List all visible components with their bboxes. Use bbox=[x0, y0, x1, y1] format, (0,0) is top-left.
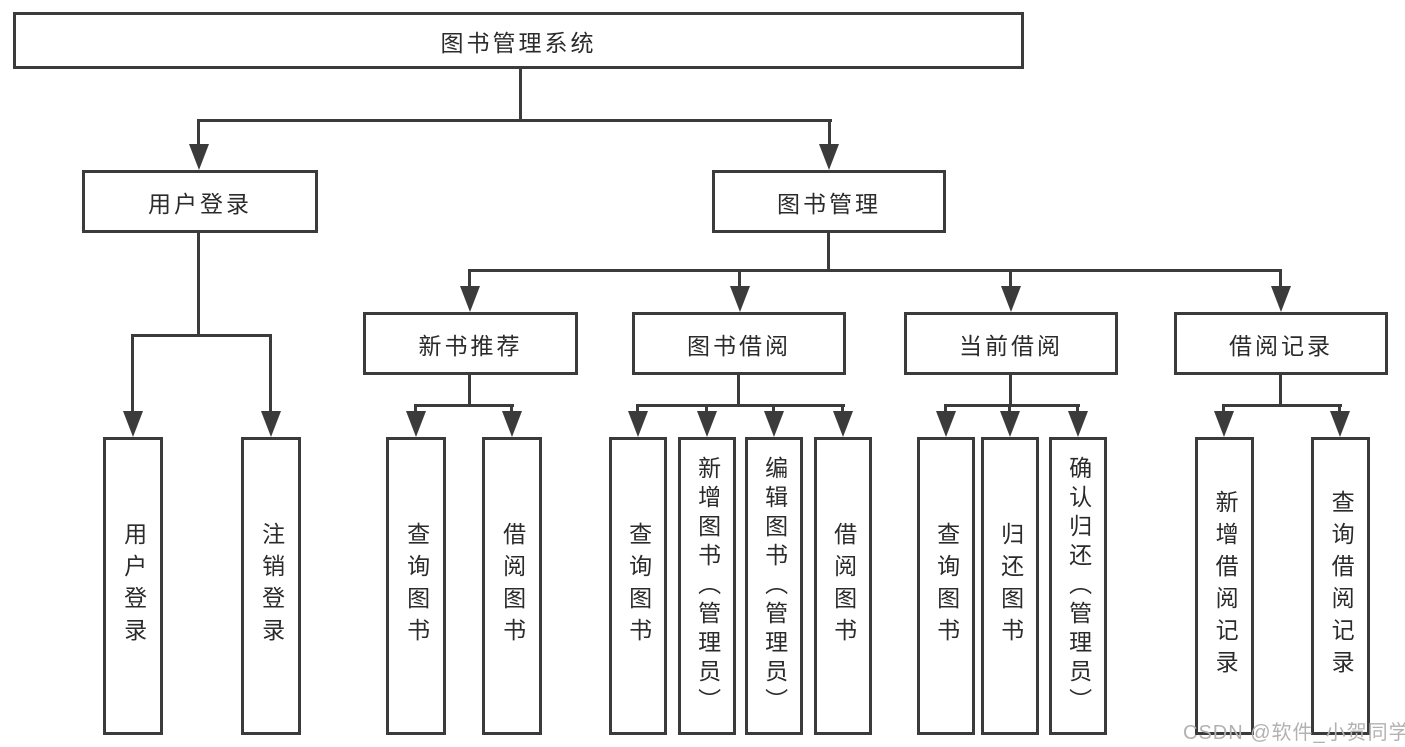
leaf-query-books-borrow: 查询图书 bbox=[609, 437, 667, 735]
connector-user-login-bar bbox=[131, 334, 272, 337]
connector-stem bbox=[705, 404, 708, 413]
leaf-query-borrow-record: 查询借阅记录 bbox=[1311, 437, 1370, 735]
arrowhead-down-icon bbox=[730, 286, 750, 312]
connector-stem bbox=[1009, 269, 1012, 288]
node-label: 借阅记录 bbox=[1229, 332, 1333, 359]
node-label: 借阅图书 bbox=[499, 522, 526, 650]
node-root: 图书管理系统 bbox=[13, 12, 1024, 69]
connector-stem bbox=[1338, 404, 1341, 413]
connector-current-borrow-stub bbox=[1009, 375, 1012, 406]
connector-stem bbox=[1222, 404, 1225, 413]
arrowhead-down-icon bbox=[1271, 286, 1291, 312]
node-new-book-rec: 新书推荐 bbox=[363, 312, 578, 375]
node-book-borrow: 图书借阅 bbox=[632, 312, 846, 375]
arrowhead-down-icon bbox=[1068, 411, 1088, 437]
leaf-add-book-admin: 新增图书（管理员） bbox=[678, 437, 736, 735]
arrowhead-down-icon bbox=[123, 411, 143, 437]
node-label: 当前借阅 bbox=[959, 332, 1063, 359]
node-label: 确认归还（管理员） bbox=[1065, 455, 1092, 717]
node-label: 借阅图书 bbox=[830, 522, 857, 650]
node-label: 注销登录 bbox=[258, 522, 285, 650]
leaf-edit-book-admin: 编辑图书（管理员） bbox=[745, 437, 803, 735]
node-label: 图书管理系统 bbox=[440, 29, 597, 56]
leaf-borrow-books-rec: 借阅图书 bbox=[482, 437, 542, 735]
arrowhead-down-icon bbox=[406, 411, 426, 437]
arrowhead-down-icon bbox=[1001, 286, 1021, 312]
connector-stem bbox=[944, 404, 947, 413]
connector-stem bbox=[636, 404, 639, 413]
arrowhead-down-icon bbox=[936, 411, 956, 437]
node-label: 图书管理 bbox=[777, 190, 881, 217]
leaf-confirm-return-admin: 确认归还（管理员） bbox=[1049, 437, 1107, 735]
connector-stem bbox=[828, 119, 831, 146]
node-borrow-record: 借阅记录 bbox=[1174, 312, 1388, 375]
csdn-watermark: CSDN @软件_小贺同学 bbox=[1183, 722, 1405, 744]
leaf-query-books-rec: 查询图书 bbox=[386, 437, 446, 735]
node-book-mgmt: 图书管理 bbox=[712, 170, 946, 233]
arrowhead-down-icon bbox=[764, 411, 784, 437]
node-label: 归还图书 bbox=[997, 522, 1024, 650]
node-label: 用户登录 bbox=[148, 190, 252, 217]
connector-stem bbox=[131, 334, 134, 413]
node-label: 编辑图书（管理员） bbox=[761, 455, 788, 717]
node-label: 查询借阅记录 bbox=[1328, 490, 1355, 682]
connector-book-mgmt-stub bbox=[827, 233, 830, 271]
connector-stem bbox=[738, 269, 741, 288]
node-label: 新增借阅记录 bbox=[1212, 490, 1239, 682]
node-label: 查询图书 bbox=[403, 522, 430, 650]
connector-borrow-record-stub bbox=[1279, 375, 1282, 406]
arrowhead-down-icon bbox=[628, 411, 648, 437]
arrowhead-down-icon bbox=[189, 144, 209, 170]
connector-stem bbox=[1076, 404, 1079, 413]
arrowhead-down-icon bbox=[819, 144, 839, 170]
connector-new-book-rec-stub bbox=[468, 375, 471, 406]
node-label: 查询图书 bbox=[933, 522, 960, 650]
connector-stem bbox=[269, 334, 272, 413]
node-user-login: 用户登录 bbox=[82, 170, 318, 233]
leaf-return-book: 归还图书 bbox=[981, 437, 1039, 735]
node-current-borrow: 当前借阅 bbox=[904, 312, 1118, 375]
leaf-logout: 注销登录 bbox=[241, 437, 301, 735]
connector-stem bbox=[510, 404, 513, 413]
connector-stem bbox=[197, 119, 200, 146]
node-label: 新书推荐 bbox=[418, 332, 523, 359]
arrowhead-down-icon bbox=[460, 286, 480, 312]
connector-new-book-rec-bar bbox=[414, 404, 514, 407]
arrowhead-down-icon bbox=[261, 411, 281, 437]
arrowhead-down-icon bbox=[833, 411, 853, 437]
arrowhead-down-icon bbox=[1330, 411, 1350, 437]
node-label: 用户登录 bbox=[120, 522, 147, 650]
connector-book-mgmt-bar bbox=[468, 269, 1281, 272]
node-label: 新增图书（管理员） bbox=[694, 455, 721, 717]
connector-user-login-stub bbox=[197, 233, 200, 336]
connector-stem bbox=[414, 404, 417, 413]
connector-borrow-record-bar bbox=[1222, 404, 1342, 407]
leaf-add-borrow-record: 新增借阅记录 bbox=[1195, 437, 1254, 735]
connector-stem bbox=[468, 269, 471, 288]
connector-book-borrow-bar bbox=[636, 404, 845, 407]
arrowhead-down-icon bbox=[697, 411, 717, 437]
node-label: 查询图书 bbox=[625, 522, 652, 650]
connector-book-borrow-stub bbox=[737, 375, 740, 406]
connector-stem bbox=[841, 404, 844, 413]
connector-root-stub bbox=[519, 68, 522, 121]
leaf-query-books-current: 查询图书 bbox=[917, 437, 975, 735]
node-label: 图书借阅 bbox=[687, 332, 791, 359]
connector-stem bbox=[772, 404, 775, 413]
connector-stem bbox=[1279, 269, 1282, 288]
leaf-user-login: 用户登录 bbox=[103, 437, 163, 735]
arrowhead-down-icon bbox=[1000, 411, 1020, 437]
connector-stem bbox=[1008, 404, 1011, 413]
arrowhead-down-icon bbox=[1214, 411, 1234, 437]
leaf-borrow-books-borrow: 借阅图书 bbox=[814, 437, 872, 735]
connector-current-borrow-bar bbox=[944, 404, 1080, 407]
connector-root-bar bbox=[198, 119, 832, 122]
arrowhead-down-icon bbox=[502, 411, 522, 437]
